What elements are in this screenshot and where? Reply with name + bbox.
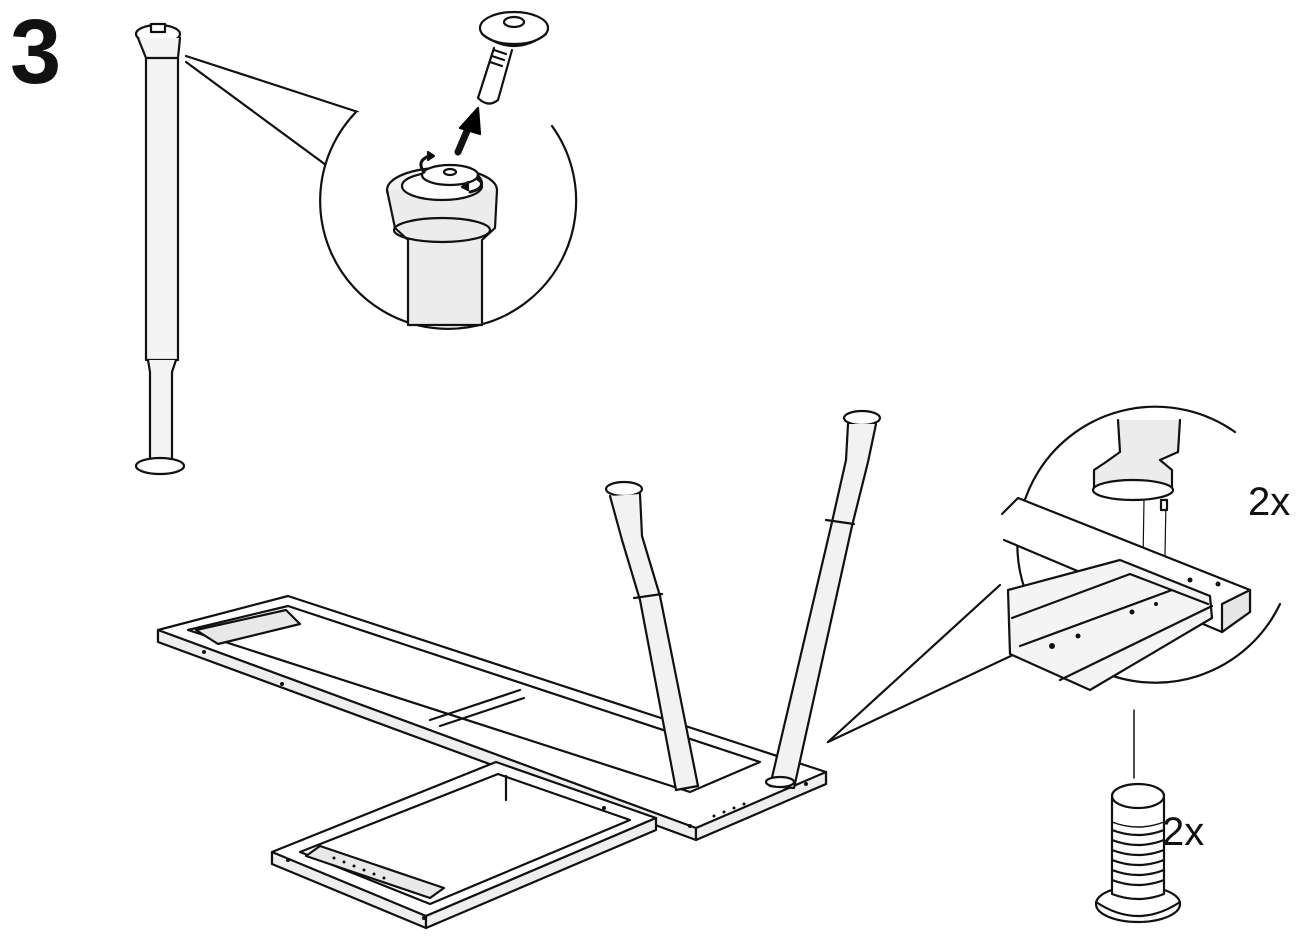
leveling-foot-detail — [319, 10, 578, 330]
corner-pin-detail — [1000, 405, 1282, 692]
pin-quantity-label: 2x — [1248, 480, 1291, 524]
table-leg-icon — [134, 22, 186, 476]
screw-quantity-label: 2x — [1162, 810, 1205, 854]
up-arrow-icon — [454, 106, 482, 156]
frame-icon — [156, 594, 828, 930]
screw-icon — [1094, 782, 1182, 924]
corner-pin-icon — [1159, 498, 1169, 512]
screw-icon — [476, 10, 550, 105]
rotate-arrow-icon — [419, 150, 484, 194]
step-number: 3 — [10, 1, 62, 103]
table-leg-icon — [604, 409, 882, 792]
